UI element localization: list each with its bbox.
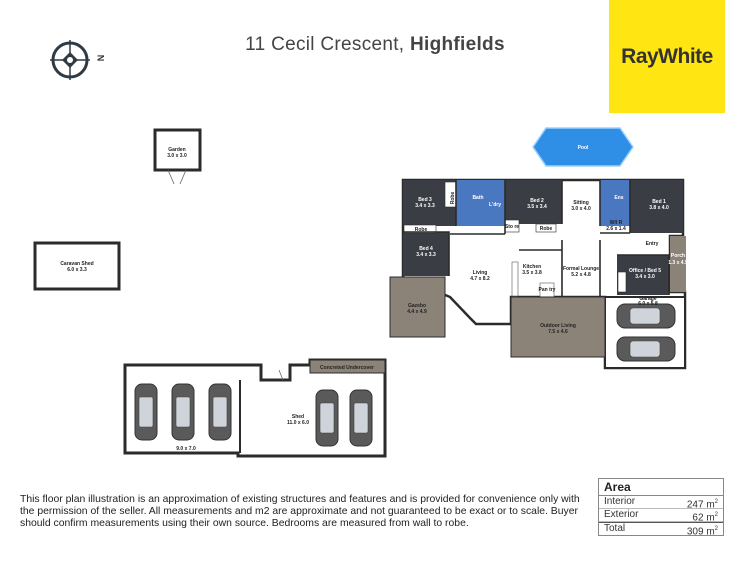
sitting-size: 3.0 x 4.0	[571, 206, 591, 212]
caravan-shed-name: Caravan Shed	[60, 261, 93, 267]
kitchen-size: 3.5 x 3.8	[522, 270, 542, 276]
brand-logo: RayWhite	[609, 0, 725, 113]
living-name: Living	[473, 270, 488, 276]
area-label: Exterior	[604, 509, 639, 520]
shed-name: Shed	[292, 414, 304, 420]
shed-size: 11.0 x 6.0	[287, 420, 309, 426]
compass-icon	[50, 40, 90, 80]
area-value: 309 m2	[686, 526, 718, 538]
outdoor-living-name: Outdoor Living	[540, 323, 576, 329]
page-title: 11 Cecil Crescent, Highfields	[0, 34, 750, 56]
pantry-name: Pan try	[539, 287, 556, 293]
brand-logo-text: RayWhite	[621, 44, 713, 68]
sitting-name: Sitting	[573, 200, 589, 206]
garden-name: Garden	[168, 147, 186, 153]
porch-size: 1.3 x 4.5	[668, 260, 688, 266]
robe2-name: Robe	[450, 192, 456, 205]
house	[401, 178, 687, 370]
car-icon	[171, 383, 195, 441]
area-row-interior: Interior 247 m2	[599, 496, 723, 511]
ens-name: Ens	[614, 195, 623, 201]
bed4-name: Bed 4	[419, 246, 433, 252]
car-icon	[208, 383, 232, 441]
laundry-name: L'dry	[489, 202, 501, 208]
disclaimer-text: This floor plan illustration is an appro…	[20, 494, 580, 529]
room-labels: Bed 3 3.4 x 3.3 Robe Robe Bed 4 3.4 x 3.…	[176, 192, 688, 452]
car-icon	[616, 336, 676, 362]
outdoor-areas	[389, 276, 606, 358]
suburb-text: Highfields	[409, 34, 505, 55]
pool-name: Pool	[578, 145, 589, 151]
concreted-undercover-name: Concreted Undercover	[320, 365, 374, 371]
entry-name: Entry	[646, 241, 659, 247]
room-garden: Garden 3.0 x 3.0	[153, 128, 202, 185]
car-icon	[134, 383, 158, 441]
area-row-exterior: Exterior 62 m2	[599, 509, 723, 524]
room-caravan-shed: Caravan Shed 6.0 x 3.3	[33, 241, 121, 291]
formal-lounge-name: Formal Lounge	[563, 266, 599, 272]
garden-size: 3.0 x 3.0	[167, 153, 187, 159]
garage-name: Garage	[639, 296, 656, 302]
store-name: Sto re	[505, 224, 519, 230]
bed2-name: Bed 2	[530, 198, 544, 204]
carport-size: 9.0 x 7.0	[176, 446, 196, 452]
robe1-name: Robe	[415, 227, 428, 233]
area-label: Interior	[604, 496, 636, 507]
porch-name: Porch	[671, 253, 685, 259]
area-heading: Area	[599, 479, 723, 496]
gazebo-name: Gazebo	[408, 303, 426, 309]
wir-size: 2.6 x 1.4	[606, 226, 626, 232]
garage-cars	[616, 303, 676, 362]
office-name: Office / Bed 5	[629, 268, 661, 274]
bed1-name: Bed 1	[652, 199, 666, 205]
office-size: 3.4 x 3.0	[635, 274, 655, 280]
area-row-total: Total 309 m2	[599, 522, 723, 538]
bed1-size: 3.8 x 4.0	[649, 205, 669, 211]
formal-lounge-size: 5.2 x 4.8	[571, 272, 591, 278]
kitchen-name: Kitchen	[523, 264, 541, 270]
car-icon	[349, 389, 373, 447]
caravan-shed-size: 6.0 x 3.3	[67, 267, 87, 273]
car-icon	[616, 303, 676, 329]
gazebo-size: 4.4 x 4.9	[407, 309, 427, 315]
area-value: 62 m2	[692, 512, 718, 524]
bed3-size: 3.4 x 3.3	[415, 203, 435, 209]
bath-name: Bath	[472, 195, 483, 201]
carport-shed	[123, 358, 387, 458]
area-label: Total	[604, 523, 626, 534]
bed4-size: 3.4 x 3.3	[416, 252, 436, 258]
bed3-name: Bed 3	[418, 197, 432, 203]
living-size: 4.7 x 8.2	[470, 276, 490, 282]
outdoor-living-size: 7.5 x 4.6	[548, 329, 568, 335]
robe3-name: Robe	[540, 226, 553, 232]
address-text: 11 Cecil Crescent,	[245, 34, 405, 55]
garage-size: 6.0 x 5.8	[638, 301, 658, 307]
wir-name: W/I R	[610, 220, 623, 226]
pool: Pool	[532, 127, 634, 167]
area-table: Area Interior 247 m2 Exterior 62 m2 Tota…	[598, 478, 724, 538]
area-value: 247 m2	[686, 499, 718, 511]
car-icon	[315, 389, 339, 447]
bed2-size: 3.5 x 3.4	[527, 204, 547, 210]
